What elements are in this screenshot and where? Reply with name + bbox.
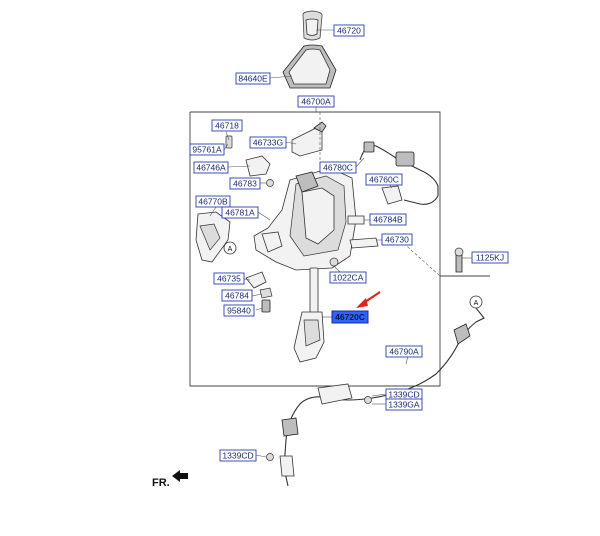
label-1339GA[interactable]: 1339GA [385,398,423,411]
svg-text:95840: 95840 [227,306,251,316]
front-arrow-icon [172,470,188,482]
svg-text:46720: 46720 [337,26,361,36]
label-46700A[interactable]: 46700A [297,95,335,108]
shift-boot [282,44,337,89]
svg-text:1022CA: 1022CA [333,273,364,283]
leader-lines [209,29,472,458]
label-46784[interactable]: 46784 [221,289,253,302]
wire-harness [359,141,439,205]
label-46735[interactable]: 46735 [213,272,245,285]
right-small-parts [329,215,464,273]
label-1339CD-upper[interactable]: 1339CD [385,388,423,401]
svg-text:46784B: 46784B [373,215,403,225]
circle-a-text: A [228,246,233,253]
svg-text:46733G: 46733G [253,138,283,148]
svg-text:46700A: 46700A [301,97,331,107]
label-1022CA[interactable]: 1022CA [329,271,367,284]
circle-a-marker-left: A [223,241,237,255]
circle-a-text: A [474,300,479,307]
label-46784B[interactable]: 46784B [369,213,407,226]
svg-text:46720C: 46720C [335,312,365,322]
label-46760C[interactable]: 46760C [365,173,403,186]
svg-text:46783: 46783 [233,179,257,189]
circle-a-marker-right: A [469,295,483,309]
shift-cable [266,307,485,487]
label-46730[interactable]: 46730 [381,233,413,246]
svg-text:1339CD: 1339CD [388,390,419,400]
highlight-arrow [356,291,381,308]
svg-text:46718: 46718 [215,121,239,131]
front-direction-indicator: FR. [152,470,188,489]
front-direction-label: FR. [152,477,170,489]
svg-text:46730: 46730 [385,235,409,245]
svg-text:1125KJ: 1125KJ [476,253,504,263]
shifter-housing [253,167,357,271]
svg-text:46746A: 46746A [196,163,226,173]
left-small-parts [195,135,274,313]
label-95761A[interactable]: 95761A [189,143,225,156]
svg-text:46735: 46735 [217,274,241,284]
svg-text:1339CD: 1339CD [222,451,253,461]
assembly-frame [189,111,490,387]
svg-text:46790A: 46790A [389,347,419,357]
label-46718[interactable]: 46718 [211,119,243,132]
shift-knob [302,10,323,41]
svg-text:46770B: 46770B [198,197,228,207]
label-46781A[interactable]: 46781A [221,206,259,219]
label-46720[interactable]: 46720 [333,24,365,37]
svg-text:46781A: 46781A [225,208,255,218]
shift-lever [293,267,325,363]
projection-lines [317,112,441,290]
svg-text:46784: 46784 [225,291,249,301]
label-46780C[interactable]: 46780C [319,161,357,174]
label-84640E[interactable]: 84640E [235,72,271,85]
label-46746A[interactable]: 46746A [193,161,229,174]
svg-text:84640E: 84640E [238,74,268,84]
svg-text:46780C: 46780C [323,163,353,173]
label-46783[interactable]: 46783 [229,177,261,190]
label-46770B[interactable]: 46770B [195,195,231,208]
svg-text:46760C: 46760C [369,175,399,185]
label-46733G[interactable]: 46733G [249,136,287,149]
upper-bracket [291,127,323,157]
svg-text:1339GA: 1339GA [388,400,420,410]
label-1339CD-lower[interactable]: 1339CD [219,449,257,462]
label-1125KJ[interactable]: 1125KJ [471,251,509,264]
svg-text:95761A: 95761A [192,145,222,155]
part-labels: 46720 84640E 46700A 46718 46733G 95761A … [189,24,509,462]
label-95840[interactable]: 95840 [223,304,255,317]
label-46720C[interactable]: 46720C [331,310,369,324]
label-46790A[interactable]: 46790A [385,345,423,358]
